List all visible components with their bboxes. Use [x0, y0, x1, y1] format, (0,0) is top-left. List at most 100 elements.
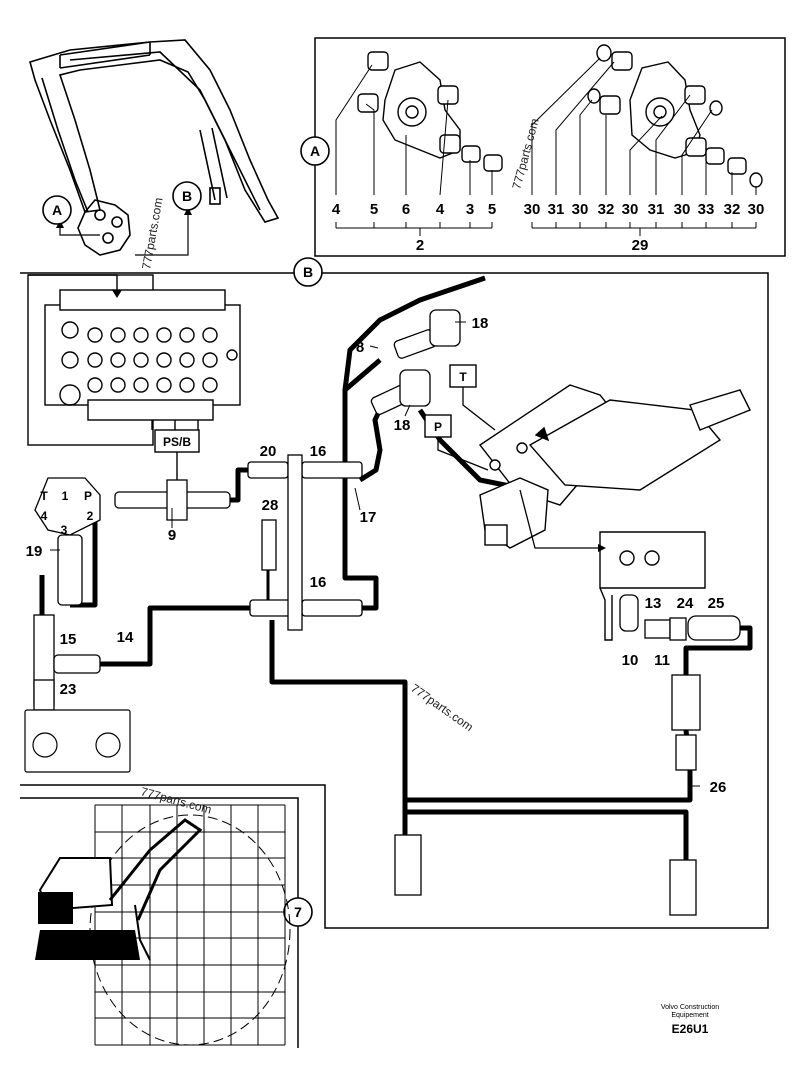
detail-b-callout: B: [293, 257, 323, 287]
fitting-20: [247, 461, 289, 479]
bushing: [461, 145, 481, 163]
hose-25: [683, 625, 753, 675]
arrow-into-valve: [112, 290, 122, 298]
connector-28: [261, 519, 277, 571]
label-30: 30: [524, 201, 541, 218]
company-line-2: Equipement: [671, 1012, 709, 1019]
svg-text:PS/B: PS/B: [163, 435, 191, 449]
label-14: 14: [117, 629, 134, 646]
dipper-cylinder: [199, 127, 228, 201]
svg-text:2: 2: [87, 509, 94, 523]
label-18: 18: [394, 417, 411, 434]
pointer-b: [135, 212, 189, 256]
bushing: [357, 93, 379, 113]
svg-text:7: 7: [294, 904, 302, 920]
fitting-16-upper: [301, 461, 363, 479]
watermark: 777parts.com: [139, 196, 165, 270]
bushing: [705, 147, 725, 165]
label-15: 15: [60, 631, 77, 648]
detail-b-leaders: [50, 321, 700, 787]
detail-b-labels: 8 18 18 20 16 17 9 28 16 19 14 15 23 13 …: [26, 315, 727, 796]
label-30: 30: [572, 201, 589, 218]
o-ring: [587, 88, 601, 104]
detail-a-frame: [314, 37, 786, 257]
fitting-16-lower: [249, 599, 291, 617]
svg-text:3: 3: [61, 523, 68, 537]
label-total-29: 29: [632, 237, 649, 254]
cylinder-clamp: [209, 187, 221, 205]
pivot-pin: [94, 209, 106, 221]
label-31: 31: [648, 201, 665, 218]
pivot-pin-3: [102, 232, 114, 244]
psb-port-box: PS/B: [154, 429, 200, 453]
hydraulic-cylinder: [59, 41, 151, 69]
label-30: 30: [748, 201, 765, 218]
bushing: [439, 134, 461, 154]
label-16: 16: [310, 443, 327, 460]
manifold-arrow: [598, 544, 606, 552]
company-line-1: Volvo Construction: [660, 1004, 720, 1011]
cylinder-assembly: [478, 384, 751, 549]
bushing: [599, 95, 621, 115]
label-30: 30: [674, 201, 691, 218]
valve-bracket-line: [28, 274, 118, 292]
svg-text:B: B: [303, 264, 313, 280]
label-5: 5: [370, 201, 378, 218]
bushing: [684, 85, 706, 105]
detail-a-callout: A: [300, 136, 330, 166]
pivot-pin-2: [111, 216, 123, 228]
svg-text:B: B: [182, 188, 192, 204]
label-19: 19: [26, 543, 43, 560]
label-28: 28: [262, 497, 279, 514]
o-ring: [749, 172, 763, 188]
label-10: 10: [622, 652, 639, 669]
label-23: 23: [60, 681, 77, 698]
bulkhead-plate: [287, 454, 303, 631]
watermark: 777parts.com: [509, 117, 541, 191]
hose-8: [342, 275, 486, 391]
quick-coupling-left: [394, 834, 422, 896]
manifold-pointer: [519, 489, 600, 549]
watermark: 777parts.com: [408, 681, 476, 734]
right-group-labels: 30 31 30 32 30 31 30 33 32 30 29: [524, 201, 765, 254]
label-3: 3: [466, 201, 474, 218]
bushing: [685, 137, 707, 157]
label-18: 18: [472, 315, 489, 332]
svg-text:T: T: [40, 489, 48, 503]
port-p-box: P: [424, 414, 452, 438]
arm-callout-b: B: [172, 181, 202, 211]
leaders-right: [531, 57, 757, 236]
bracket-assembly-left: [357, 51, 503, 172]
bushing: [367, 51, 389, 71]
fitting-19: [57, 534, 83, 606]
hose-26-right: [405, 729, 693, 860]
bushing: [727, 157, 747, 175]
label-5: 5: [488, 201, 496, 218]
label-9: 9: [168, 527, 176, 544]
svg-text:A: A: [310, 143, 320, 159]
label-31: 31: [548, 201, 565, 218]
label-6: 6: [402, 201, 410, 218]
o-ring: [596, 44, 612, 62]
excavator-silhouette: [35, 818, 203, 961]
elbow-13: [619, 594, 639, 632]
left-group-labels: 4 5 6 4 3 5 2: [332, 201, 496, 254]
drawing-code: E26U1: [671, 1022, 709, 1036]
leaders-left: [335, 64, 493, 236]
quick-coupling-lower: [669, 859, 697, 916]
fitting-24: [669, 617, 687, 641]
label-17: 17: [360, 509, 377, 526]
t-pointer: [462, 387, 496, 431]
label-4: 4: [332, 201, 341, 218]
detail-b-frame: [20, 272, 769, 929]
label-30: 30: [622, 201, 639, 218]
fitting-25: [687, 615, 741, 641]
quick-coupling-upper: [671, 674, 701, 731]
fitting-11: [644, 619, 671, 639]
pilot-pattern-plate: [34, 477, 101, 536]
label-25: 25: [708, 595, 725, 612]
label-32: 32: [724, 201, 741, 218]
o-ring: [709, 100, 723, 116]
base-valve-block: [24, 709, 131, 773]
